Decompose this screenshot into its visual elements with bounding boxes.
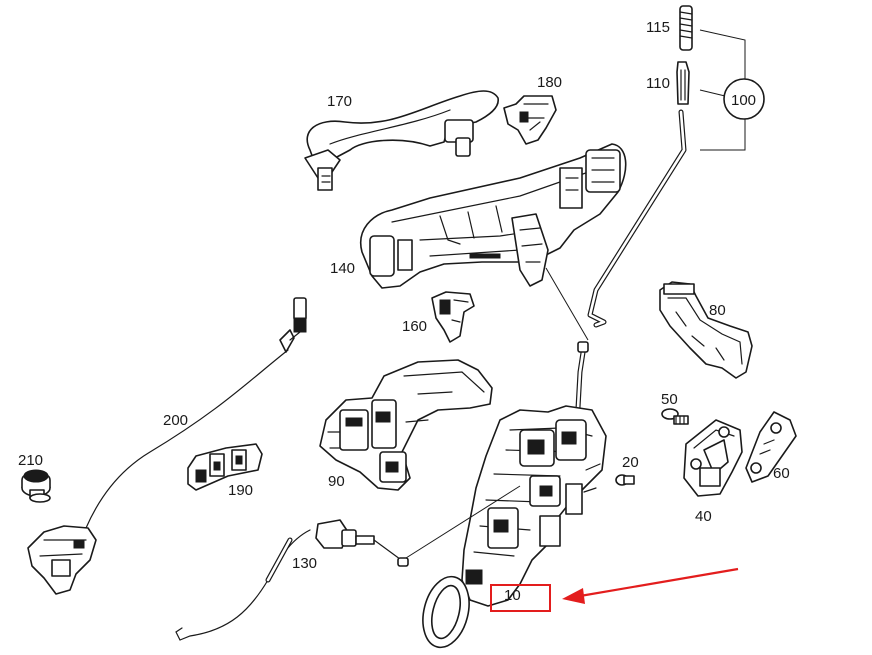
part-10-door-lock <box>422 341 607 649</box>
part-180-clip <box>503 95 557 145</box>
part-60-plate <box>745 411 797 483</box>
part-110-pin <box>676 61 690 105</box>
cable-end-housing <box>27 525 97 595</box>
highlight-arrow <box>562 567 739 604</box>
label-160: 160 <box>402 318 427 335</box>
label-200: 200 <box>163 412 188 429</box>
part-170-handle <box>304 90 499 191</box>
part-130-cable <box>175 519 409 641</box>
leader-bracket-100 <box>699 29 765 151</box>
part-190-holder <box>187 443 263 491</box>
label-210: 210 <box>18 452 43 469</box>
label-170: 170 <box>327 93 352 110</box>
part-50-screw <box>661 408 689 425</box>
label-50: 50 <box>661 391 678 408</box>
label-130: 130 <box>292 555 317 572</box>
label-110: 110 <box>646 75 670 92</box>
label-180: 180 <box>537 74 562 91</box>
part-20-screw <box>615 474 635 486</box>
part-40-striker <box>683 419 743 497</box>
label-90: 90 <box>328 473 345 490</box>
part-200-cable <box>85 297 307 529</box>
part-210-grommet <box>21 469 51 503</box>
linkage-rod <box>587 109 687 328</box>
carrier-link-line <box>545 267 589 341</box>
label-10: 10 <box>504 587 521 604</box>
part-115-bolt <box>679 5 693 51</box>
label-40: 40 <box>695 508 712 525</box>
label-100: 100 <box>731 92 756 109</box>
label-20: 20 <box>622 454 639 471</box>
part-80-bracket <box>659 281 753 379</box>
part-140-handle-carrier <box>359 143 627 289</box>
label-190: 190 <box>228 482 253 499</box>
label-140: 140 <box>330 260 355 277</box>
part-160-sensor <box>431 291 475 343</box>
highlight-box-part-10 <box>490 584 551 612</box>
label-80: 80 <box>709 302 726 319</box>
label-60: 60 <box>773 465 790 482</box>
lock-to-cable-leader <box>405 485 521 559</box>
label-115: 115 <box>646 19 670 36</box>
part-90-lock-bracket <box>319 359 493 491</box>
